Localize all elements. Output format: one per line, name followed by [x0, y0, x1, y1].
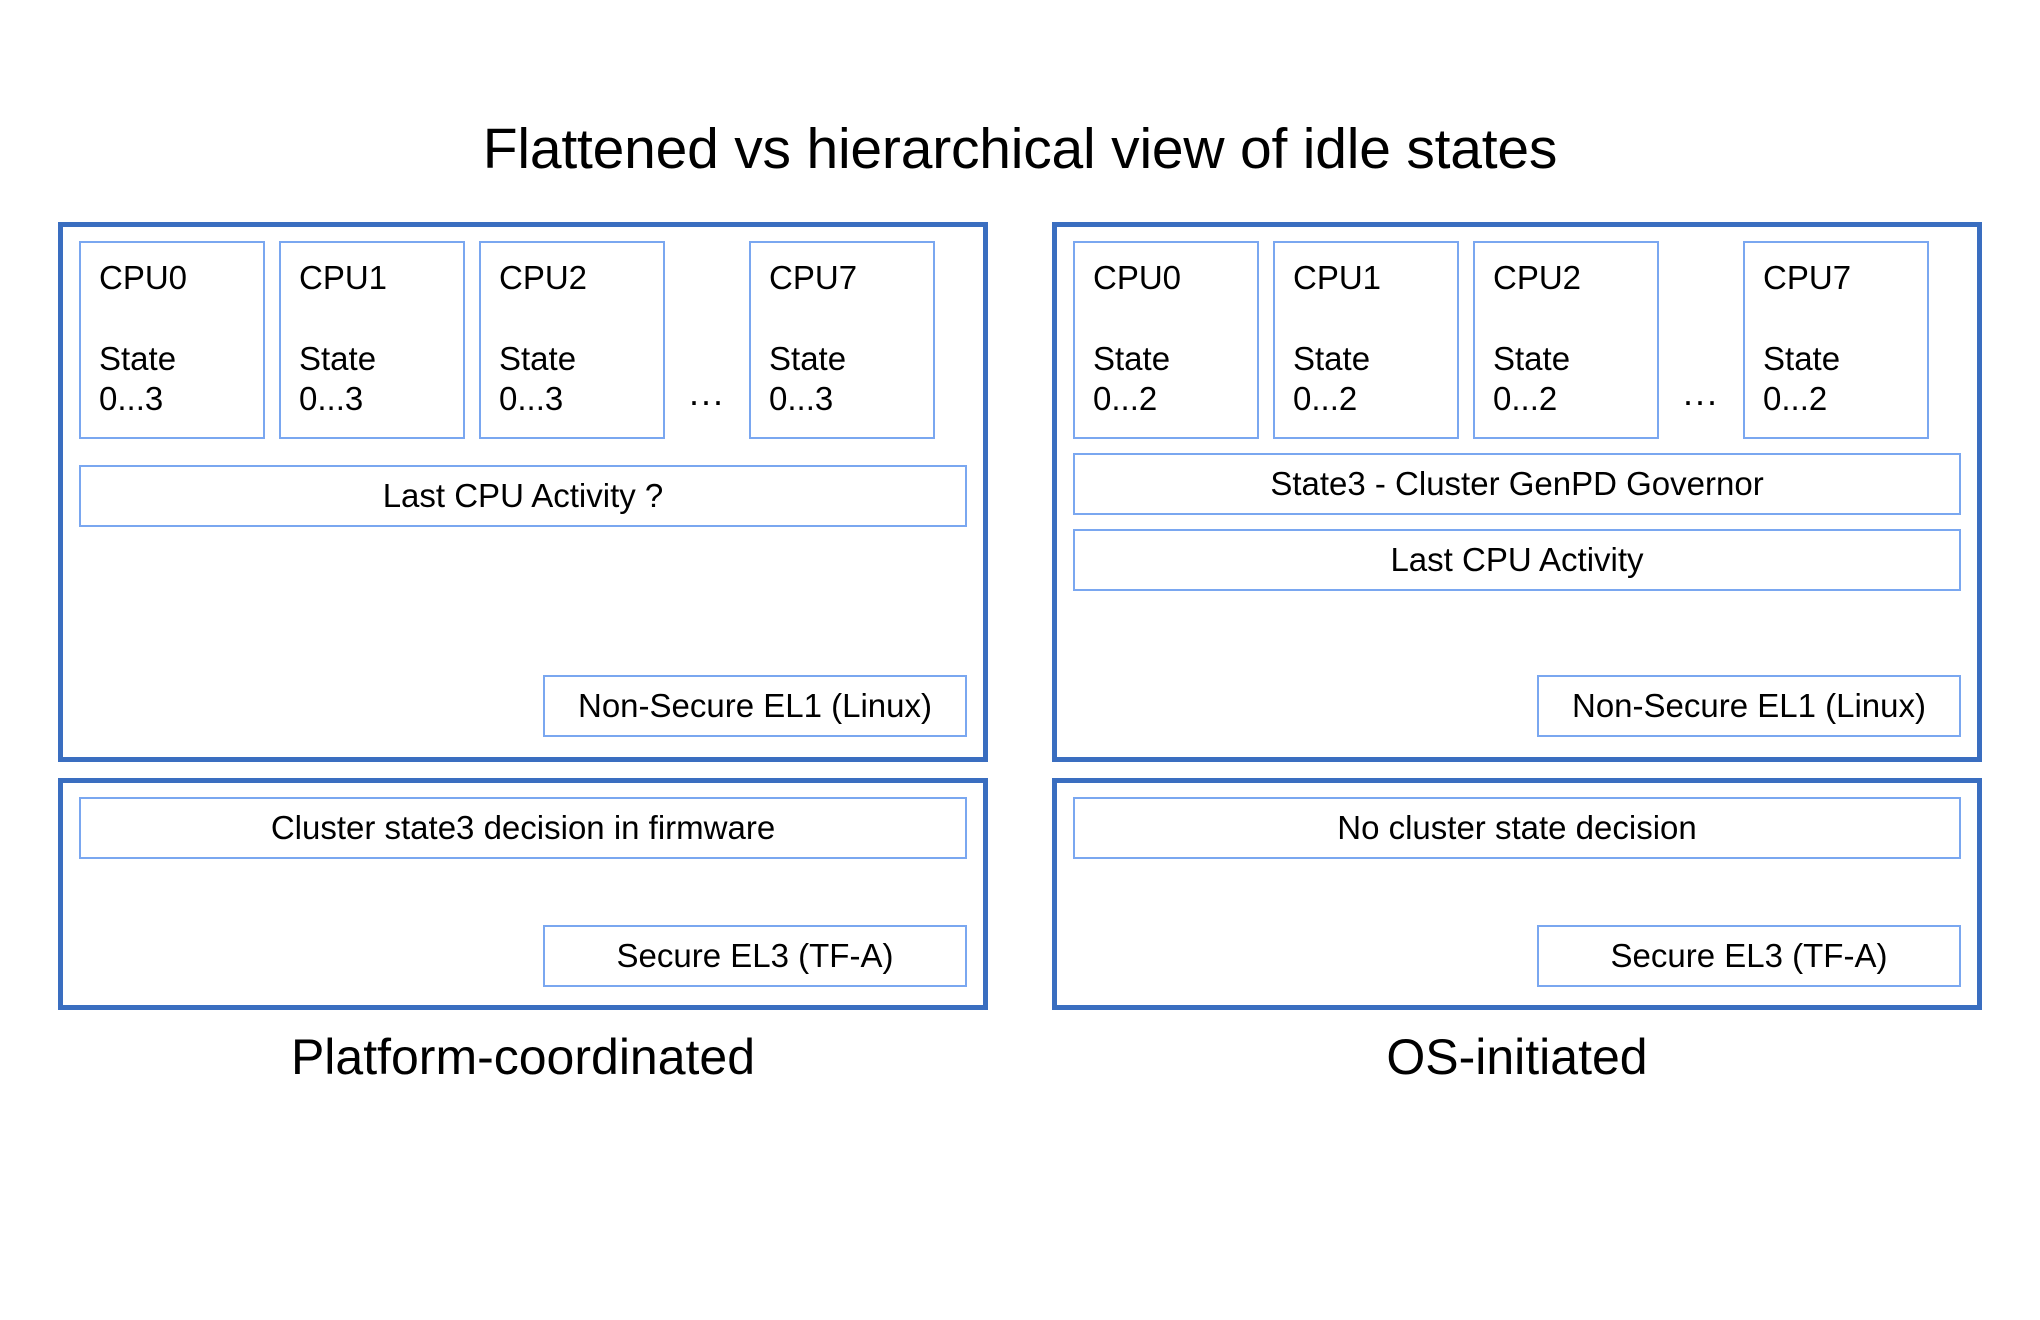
cpu-state-label: State 0...2: [1763, 340, 1841, 418]
cpu-state-label: State 0...3: [769, 340, 847, 418]
cpu-box-cpu2-right[interactable]: CPU2 State 0...2: [1473, 241, 1659, 439]
cpu-label: CPU7: [1763, 259, 1852, 296]
last-cpu-activity-bar-left[interactable]: Last CPU Activity ?: [79, 465, 967, 527]
cpu-box-cpu1-left[interactable]: CPU1 State 0...3: [279, 241, 465, 439]
cpu-state-label: State 0...3: [99, 340, 177, 418]
cpu-state-label: State 0...2: [1093, 340, 1171, 418]
cluster-genpd-governor-bar-right[interactable]: State3 - Cluster GenPD Governor: [1073, 453, 1961, 515]
cpu-label: CPU7: [769, 259, 858, 296]
cpu-label: CPU1: [299, 259, 388, 296]
exception-level-badge-el3-left: Secure EL3 (TF-A): [543, 925, 967, 987]
non-secure-el1-panel-left: CPU0 State 0...3 CPU1 State 0...3 CPU2 S…: [58, 222, 988, 762]
cluster-state-decision-bar-left[interactable]: Cluster state3 decision in firmware: [79, 797, 967, 859]
cpu-box-cpu2-left[interactable]: CPU2 State 0...3: [479, 241, 665, 439]
cpu-ellipsis-right: ...: [1683, 372, 1720, 413]
exception-level-badge-el3-right: Secure EL3 (TF-A): [1537, 925, 1961, 987]
cpu-label: CPU1: [1293, 259, 1382, 296]
page-title: Flattened vs hierarchical view of idle s…: [482, 117, 1558, 181]
cpu-box-cpu7-left[interactable]: CPU7 State 0...3: [749, 241, 936, 439]
cpu-state-label: State 0...2: [1493, 340, 1571, 418]
secure-el3-panel-left: Cluster state3 decision in firmware Secu…: [58, 778, 988, 1010]
cpu-label: CPU0: [99, 259, 188, 296]
cpu-row-right: CPU0 State 0...2 CPU1 State 0...2 CPU2 S…: [1073, 241, 1961, 439]
last-cpu-activity-bar-right[interactable]: Last CPU Activity: [1073, 529, 1961, 591]
cpu-box-cpu7-right[interactable]: CPU7 State 0...2: [1743, 241, 1930, 439]
cpu-state-label: State 0...3: [299, 340, 377, 418]
cluster-state-decision-bar-right[interactable]: No cluster state decision: [1073, 797, 1961, 859]
exception-level-badge-el1-left: Non-Secure EL1 (Linux): [543, 675, 967, 737]
cpu-row-left: CPU0 State 0...3 CPU1 State 0...3 CPU2 S…: [79, 241, 967, 439]
cpu-box-cpu0-left[interactable]: CPU0 State 0...3: [79, 241, 265, 439]
cpu-label: CPU0: [1093, 259, 1182, 296]
column-caption-platform-coordinated: Platform-coordinated: [290, 1029, 756, 1085]
cpu-box-cpu0-right[interactable]: CPU0 State 0...2: [1073, 241, 1259, 439]
non-secure-el1-panel-right: CPU0 State 0...2 CPU1 State 0...2 CPU2 S…: [1052, 222, 1982, 762]
cpu-label: CPU2: [499, 259, 588, 296]
cpu-ellipsis-left: ...: [689, 372, 726, 413]
cpu-box-cpu1-right[interactable]: CPU1 State 0...2: [1273, 241, 1459, 439]
column-caption-os-initiated: OS-initiated: [1386, 1029, 1648, 1085]
column-platform-coordinated: CPU0 State 0...3 CPU1 State 0...3 CPU2 S…: [58, 222, 988, 1085]
cpu-state-label: State 0...3: [499, 340, 577, 418]
cpu-state-label: State 0...2: [1293, 340, 1371, 418]
column-os-initiated: CPU0 State 0...2 CPU1 State 0...2 CPU2 S…: [1052, 222, 1982, 1085]
cpu-label: CPU2: [1493, 259, 1582, 296]
secure-el3-panel-right: No cluster state decision Secure EL3 (TF…: [1052, 778, 1982, 1010]
exception-level-badge-el1-right: Non-Secure EL1 (Linux): [1537, 675, 1961, 737]
